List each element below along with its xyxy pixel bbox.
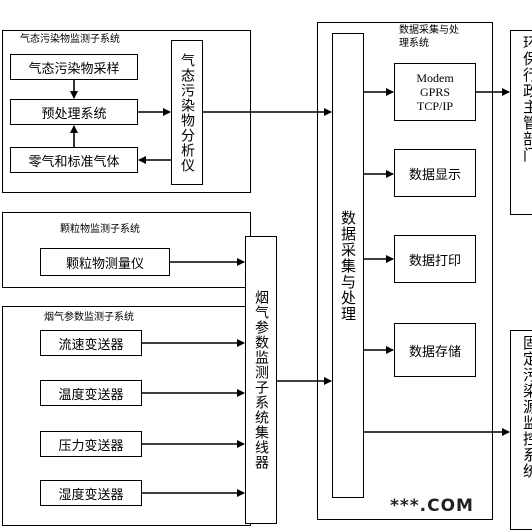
modem-box: Modem GPRS TCP/IP [394,63,476,121]
modem-line-3: TCP/IP [416,99,453,113]
modem-line-2: GPRS [419,85,451,99]
data-display-box: 数据显示 [394,149,476,197]
temperature-transmitter-box: 温度变送器 [40,380,142,406]
modem-line-1: Modem [416,71,454,85]
gas-analyzer-box: 气态污染物分析仪 [171,40,203,185]
particle-subsystem-title: 颗粒物监测子系统 [60,224,140,235]
gas-sampling-box: 气态污染物采样 [10,54,138,80]
gas-subsystem-title: 气态污染物监测子系统 [20,34,120,45]
flue-subsystem-title: 烟气参数监测子系统 [44,312,134,323]
watermark-text: ***.COM [388,496,476,516]
zero-standard-gas-box: 零气和标准气体 [10,147,138,173]
data-subsystem-title-line1: 数据采集与处理系统 [399,25,459,49]
pretreatment-box: 预处理系统 [10,99,138,125]
pressure-transmitter-box: 压力变送器 [40,431,142,457]
flue-hub-box: 烟气参数监测子系统集线器 [245,236,277,524]
data-print-box: 数据打印 [394,235,476,283]
humidity-transmitter-box: 湿度变送器 [40,480,142,506]
data-acquisition-box: 数据采集与处理 [332,33,364,498]
particle-meter-box: 颗粒物测量仪 [40,248,170,276]
epa-authority-box: 环保行政主管部门 [510,30,532,215]
data-storage-box: 数据存储 [394,323,476,377]
flow-transmitter-box: 流速变送器 [40,330,142,356]
fixed-source-monitor-box: 固定污染源监控系统 [510,330,532,530]
